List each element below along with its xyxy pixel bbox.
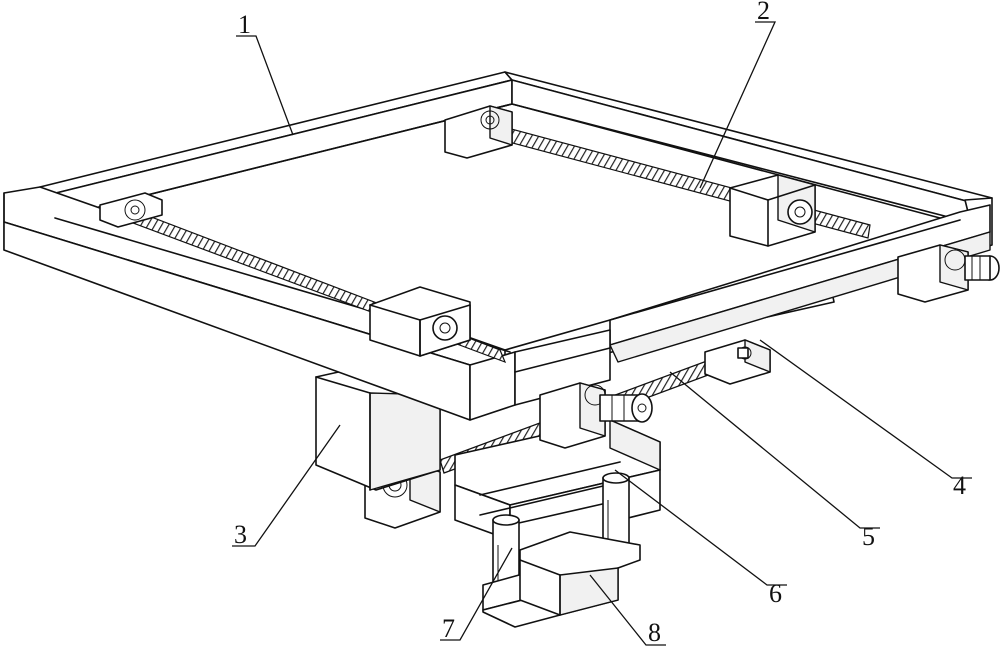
front-coupling bbox=[539, 382, 653, 449]
slider-nut-back bbox=[729, 174, 816, 247]
callout-1: 1 bbox=[238, 10, 251, 39]
leader-5 bbox=[669, 371, 880, 529]
leader-7 bbox=[440, 547, 513, 641]
leader-4 bbox=[759, 339, 972, 479]
leader-1 bbox=[236, 35, 294, 136]
leader-2 bbox=[699, 21, 777, 189]
callout-4: 4 bbox=[953, 471, 966, 500]
callout-labels: 1 2 3 4 5 6 7 8 bbox=[234, 0, 966, 647]
callout-7: 7 bbox=[442, 614, 455, 643]
callout-leaders bbox=[232, 21, 972, 646]
bearing-block-left-end bbox=[99, 192, 163, 228]
callout-5: 5 bbox=[862, 522, 875, 551]
callout-8: 8 bbox=[648, 618, 661, 647]
bearing-block-right bbox=[704, 339, 771, 385]
callout-3: 3 bbox=[234, 520, 247, 549]
leader-3 bbox=[232, 424, 341, 547]
end-effector-block bbox=[482, 531, 641, 628]
callout-2: 2 bbox=[757, 0, 770, 25]
upper-bearing-blocks bbox=[99, 105, 1000, 449]
bearing-block-right-end bbox=[897, 244, 1000, 303]
bearing-block-back-left bbox=[444, 105, 513, 159]
slider-nut-left bbox=[369, 286, 471, 357]
callout-6: 6 bbox=[769, 579, 782, 608]
leader-8 bbox=[589, 574, 666, 646]
leader-6 bbox=[614, 469, 787, 586]
